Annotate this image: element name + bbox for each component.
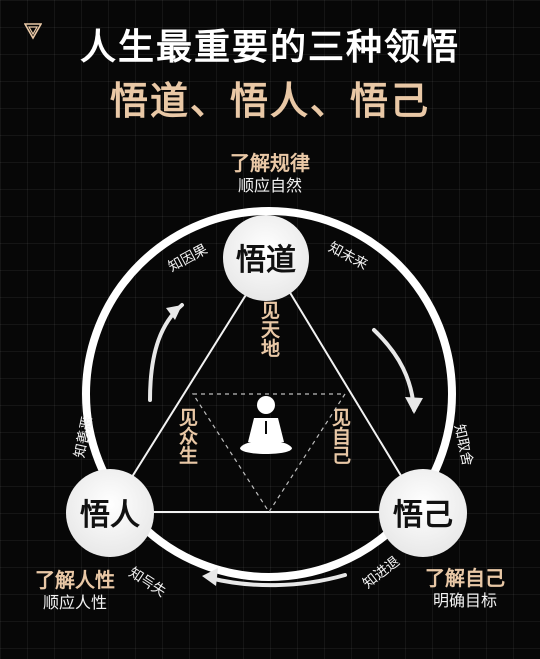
top-node-desc: 顺应自然 <box>237 176 302 195</box>
node-top <box>223 215 309 301</box>
right-node-desc: 明确目标 <box>432 591 497 610</box>
inner-label-top: 见天地 <box>258 301 280 358</box>
inner-label-right: 见自己 <box>329 408 351 465</box>
arrow-bottom-left <box>202 568 347 588</box>
arrow-right-down <box>372 328 423 414</box>
inner-label-left: 见众生 <box>176 408 198 465</box>
right-node-caption: 了解自己 明确目标 <box>400 566 530 611</box>
outer-triangle <box>108 256 425 513</box>
outer-cycle-ring <box>82 207 456 581</box>
top-node-head: 了解规律 <box>230 151 310 175</box>
node-right <box>379 469 467 557</box>
page-title: 人生最重要的三种领悟 <box>79 27 460 68</box>
node-right-label: 悟己 <box>393 498 453 533</box>
left-node-desc: 顺应人性 <box>42 593 107 612</box>
left-node-caption: 了解人性 顺应人性 <box>10 568 140 613</box>
node-left-label: 悟人 <box>80 498 140 533</box>
arc-label-bottom-right: 知进退 <box>359 553 403 592</box>
page-subtitle: 悟道、悟人、悟己 <box>109 79 430 123</box>
triangle-logo-icon <box>24 23 42 40</box>
meditating-person-icon <box>240 396 292 454</box>
arc-label-right: 知取舍 <box>451 423 476 468</box>
arrow-left-up <box>148 303 184 402</box>
node-top-label: 悟道 <box>236 243 296 278</box>
right-node-head: 了解自己 <box>425 566 505 590</box>
arc-label-top-left: 知因果 <box>165 241 210 276</box>
arc-label-top-right: 知未来 <box>326 239 371 274</box>
left-node-head: 了解人性 <box>35 568 115 592</box>
inner-label-top-text: 见天地 <box>258 301 280 358</box>
node-left <box>66 469 154 557</box>
top-node-caption: 了解规律 顺应自然 <box>200 151 340 196</box>
arc-label-bottom-left: 知득失 <box>126 564 170 601</box>
inner-dashed-triangle <box>191 393 347 514</box>
